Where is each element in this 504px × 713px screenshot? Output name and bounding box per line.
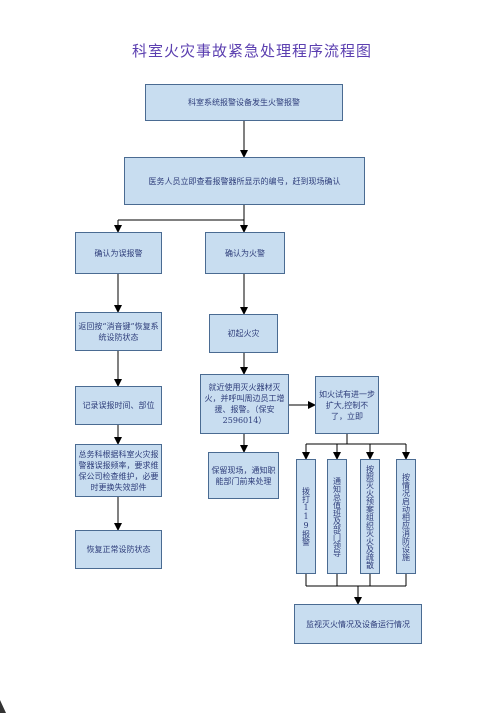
node-staff-confirm: 医务人员立即查看报警器所显示的编号，赶到现场确认 — [124, 157, 365, 205]
node-evacuation-plan: 按照灭火预案组织灭火及疏散 — [360, 459, 380, 574]
node-fire-facilities: 按情况启动相应消防设施 — [396, 459, 416, 574]
node-reset-system: 返回按“消音键”恢复系统设防状态 — [75, 312, 162, 351]
node-escalate: 如火试有进一步扩大,控制不了，立即 — [315, 376, 379, 434]
node-notify-leaders: 通知总值班及部门领导 — [327, 459, 347, 574]
node-call-119: 拨打119报警 — [296, 459, 316, 574]
page-title: 科室火灾事故紧急处理程序流程图 — [131, 42, 372, 60]
node-fire-confirmed: 确认为火警 — [205, 232, 285, 274]
node-initial-fire: 初起火灾 — [209, 314, 278, 353]
node-restore-status: 恢复正常设防状态 — [75, 530, 162, 569]
node-false-alarm: 确认为误报警 — [75, 232, 162, 274]
node-extinguish: 就近使用灭火器材灭火，并呼叫周边员工增援、报警。（保安2596014） — [200, 374, 289, 434]
node-maintenance: 总务科根据科室火灾报警器误报频率，要求维保公司检查维护，必要时更换失效部件 — [75, 444, 162, 497]
node-monitor: 监视灭火情况及设备运行情况 — [294, 604, 422, 644]
node-alarm-triggered: 科室系统报警设备发生火警报警 — [145, 84, 343, 121]
node-record-false-alarm: 记录误报时间、部位 — [75, 386, 162, 425]
node-preserve-scene: 保留现场，通知职能部门前来处理 — [208, 452, 279, 499]
page-corner-mark — [0, 700, 6, 713]
